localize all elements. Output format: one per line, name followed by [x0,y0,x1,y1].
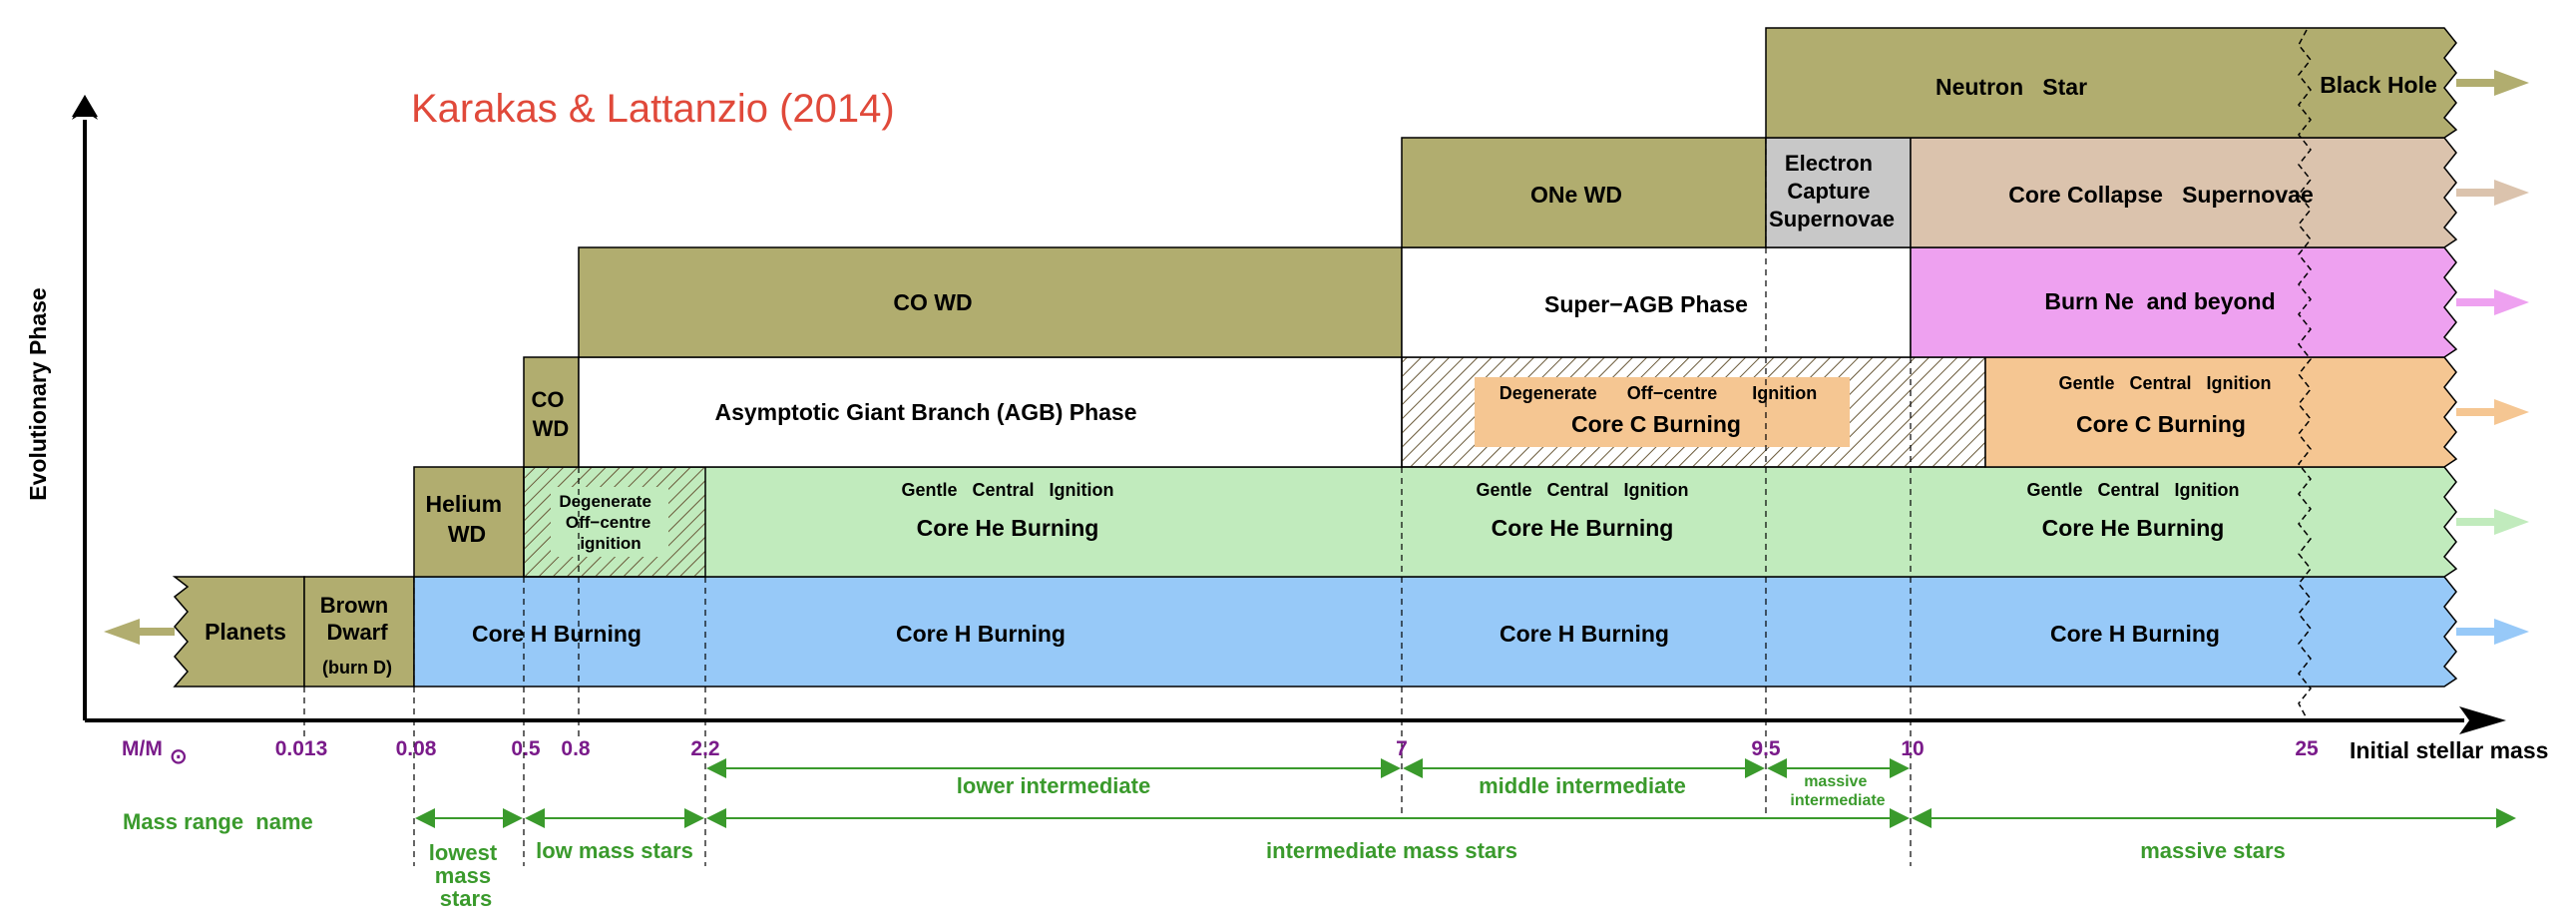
range-massive-intermediate-line: intermediate [1790,792,1885,809]
co-wd-small-line: CO [531,387,564,412]
core-c-box [1984,356,2458,468]
brown-dwarf-line: Brown [320,593,388,618]
box-labels: Planets Brown Dwarf (burn D) Core H Burn… [205,72,2437,678]
mass-unit-label: M/M [122,737,163,760]
row-sn [1401,137,2458,248]
axes [72,95,2506,734]
helium-wd-line: WD [448,521,486,547]
degenerate-c-label-bg [1475,377,1850,447]
electron-capture-line: Supernovae [1769,207,1895,231]
mass-tick-label: 7 [1396,737,1408,760]
core-he-label: Core He Burning [1492,515,1674,541]
mass-tick-label: 2.2 [690,737,719,760]
electron-capture-box [1765,137,1912,248]
degenerate-he-line: Degenerate [559,492,651,511]
core-h-label: Core H Burning [1500,621,1669,647]
range-massive-stars: massive stars [2140,838,2286,863]
range-intermediate-mass: intermediate mass stars [1266,838,1517,863]
core-he-label: Core He Burning [917,515,1099,541]
mass-tick-label: 25 [2295,737,2319,760]
mass-ticks: M/M ⊙ 0.013 0.08 0.5 0.8 2.2 7 9.5 10 25 [122,737,2319,768]
co-wd-box [578,246,1403,358]
row-remnant [1765,27,2458,139]
brown-dwarf-box [303,576,415,688]
mass-tick-label: 0.8 [561,737,591,760]
agb-box [578,356,1403,468]
degenerate-he-label: Degenerate Off−centre ignition [559,492,655,553]
range-low-mass: low mass stars [536,838,693,863]
row-wd [578,246,2458,358]
planets-label: Planets [205,619,286,645]
core-he-box [523,466,2458,578]
core-h-box [413,576,2458,688]
mass-unit-subscript: ⊙ [170,745,188,768]
x-axis-title: Initial stellar mass [2350,737,2548,763]
electron-capture-line: Capture [1787,179,1870,204]
super-agb-label: Super−AGB Phase [1544,291,1748,317]
y-axis-title: Evolutionary Phase [25,287,51,500]
range-lowest-mass-line: stars [440,886,493,911]
range-lowest-mass-line: lowest [429,840,498,865]
mass-range-heading: Mass range name [123,809,313,834]
brown-dwarf-label: Brown Dwarf [320,593,395,645]
burn-ne-box [1910,246,2458,358]
gentle-central-ignition: Gentle Central Ignition [2026,480,2239,500]
mass-range-names: Mass range name lower intermediate middl… [123,758,2516,911]
range-lowest-mass-line: mass [435,863,491,888]
continuation-arrows [104,70,2529,645]
mass-tick-label: 10 [1901,737,1924,760]
co-wd-small-line: WD [533,416,570,441]
chart-title: Karakas & Lattanzio (2014) [411,87,895,131]
degenerate-c-sub-label: Degenerate Off−centre Ignition [1500,383,1818,403]
agb-label: Asymptotic Giant Branch (AGB) Phase [714,399,1136,425]
black-hole-label: Black Hole [2320,72,2437,98]
core-c-label: Core C Burning [2076,411,2246,437]
core-h-label: Core H Burning [472,621,642,647]
co-wd-small-box [523,356,580,468]
gentle-central-ignition: Gentle Central Ignition [2058,373,2271,393]
co-wd-small-label: CO WD [531,387,570,441]
degenerate-he-label-bg [551,487,668,557]
electron-capture-label: Electron Capture Supernovae [1769,151,1895,231]
neutron-star-box [1765,27,2458,139]
degenerate-he-line: ignition [580,534,641,553]
one-wd-label: ONe WD [1530,182,1622,208]
brown-dwarf-line: Dwarf [326,620,388,645]
helium-wd-box [413,466,525,578]
helium-wd-line: Helium [425,491,502,517]
range-middle-intermediate: middle intermediate [1479,773,1686,798]
core-collapse-label: Core Collapse Supernovae [2008,182,2313,208]
range-massive-intermediate-line: massive [1804,773,1867,790]
mass-tick-label: 9.5 [1751,737,1781,760]
row-core-h [172,576,2458,688]
neutron-star-label: Neutron Star [1935,74,2087,100]
range-massive-intermediate: massive intermediate [1790,773,1885,809]
mass-tick-label: 0.08 [396,737,437,760]
range-lower-intermediate: lower intermediate [957,773,1150,798]
helium-wd-label: Helium WD [425,491,508,547]
electron-capture-line: Electron [1785,151,1873,176]
row-agb [523,356,2458,468]
mass-25-zigzag [2298,29,2312,719]
co-wd-label: CO WD [893,289,972,315]
mass-tick-label: 0.5 [511,737,541,760]
core-he-label: Core He Burning [2042,515,2225,541]
core-h-label: Core H Burning [896,621,1066,647]
core-collapse-box [1910,137,2458,248]
one-wd-box [1401,137,1767,248]
gentle-central-ignition: Gentle Central Ignition [1476,480,1688,500]
core-h-label: Core H Burning [2050,621,2220,647]
core-c-label: Core C Burning [1571,411,1741,437]
brown-dwarf-sub-label: (burn D) [322,658,392,678]
row-core-he [413,466,2458,578]
mass-tick-label: 0.013 [275,737,328,760]
range-lowest-mass: lowest mass stars [429,840,504,911]
degenerate-he-line: Off−centre [566,513,651,532]
gentle-central-ignition: Gentle Central Ignition [901,480,1113,500]
burn-ne-label: Burn Ne and beyond [2044,288,2275,314]
